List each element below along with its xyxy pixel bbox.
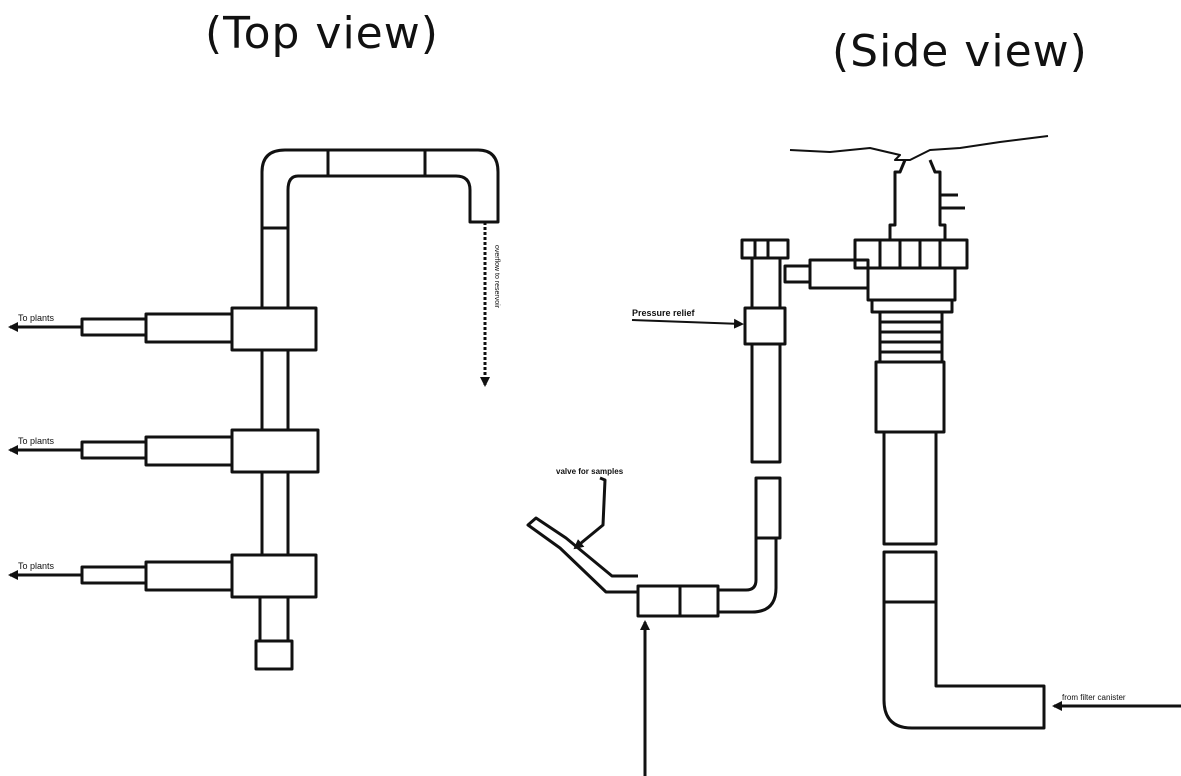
top-view-arrows <box>8 222 490 580</box>
sample-pointer-arrow <box>573 476 607 550</box>
valve-body <box>750 256 782 310</box>
bottom-cap <box>254 639 294 671</box>
outlet-label-3: To plants <box>18 561 55 571</box>
return-elbow <box>716 538 778 614</box>
bottom-extension <box>258 595 290 643</box>
return-pipe-upper <box>750 342 782 464</box>
return-pipe-lower <box>754 476 782 540</box>
branch-1-tube <box>80 317 148 337</box>
diagram-labels: To plants To plants To plants overflow t… <box>18 245 1126 702</box>
union-fitting <box>678 584 720 618</box>
tee-1 <box>230 306 318 352</box>
main-pipe-elbow <box>882 602 1046 730</box>
pump-head <box>888 159 947 242</box>
pump-gasket <box>870 298 954 314</box>
tee-3 <box>230 553 318 599</box>
threaded-section <box>878 310 944 364</box>
branch-3-tube <box>80 565 148 585</box>
valve-knob <box>740 238 790 260</box>
outlet-label-1: To plants <box>18 313 55 323</box>
pump-body <box>866 268 957 302</box>
inlet-label: from filter canister <box>1062 693 1126 702</box>
main-pipe-upper <box>882 430 938 546</box>
tee-2 <box>230 428 320 474</box>
pump-side-outlet <box>808 258 870 290</box>
pump-collar <box>853 238 969 270</box>
sample-tap <box>526 516 638 594</box>
valve-union <box>743 306 787 346</box>
valve-label: Pressure relief <box>632 308 696 318</box>
ball-valve <box>636 584 682 618</box>
main-pipe-joint <box>882 550 938 604</box>
outlet-label-2: To plants <box>18 436 55 446</box>
pump-side-nipple <box>783 264 812 284</box>
top-view-title: (Top view) <box>205 8 439 59</box>
drain-label: overflow to reservoir <box>493 245 500 309</box>
top-view-manifold <box>80 148 500 671</box>
water-line <box>789 135 1049 161</box>
top-view-u-pipe <box>260 148 500 308</box>
side-view-title: (Side view) <box>832 26 1088 77</box>
branch-2-reducer <box>144 435 234 467</box>
side-view-assembly <box>526 135 1049 730</box>
main-pipe-coupler <box>874 360 946 434</box>
branch-3-reducer <box>144 560 234 592</box>
valve-pointer-arrow <box>631 318 744 329</box>
branch-2-tube <box>80 440 148 460</box>
branch-1-reducer <box>144 312 234 344</box>
sampling-label: valve for samples <box>556 467 624 476</box>
side-view-arrows <box>573 318 1181 776</box>
